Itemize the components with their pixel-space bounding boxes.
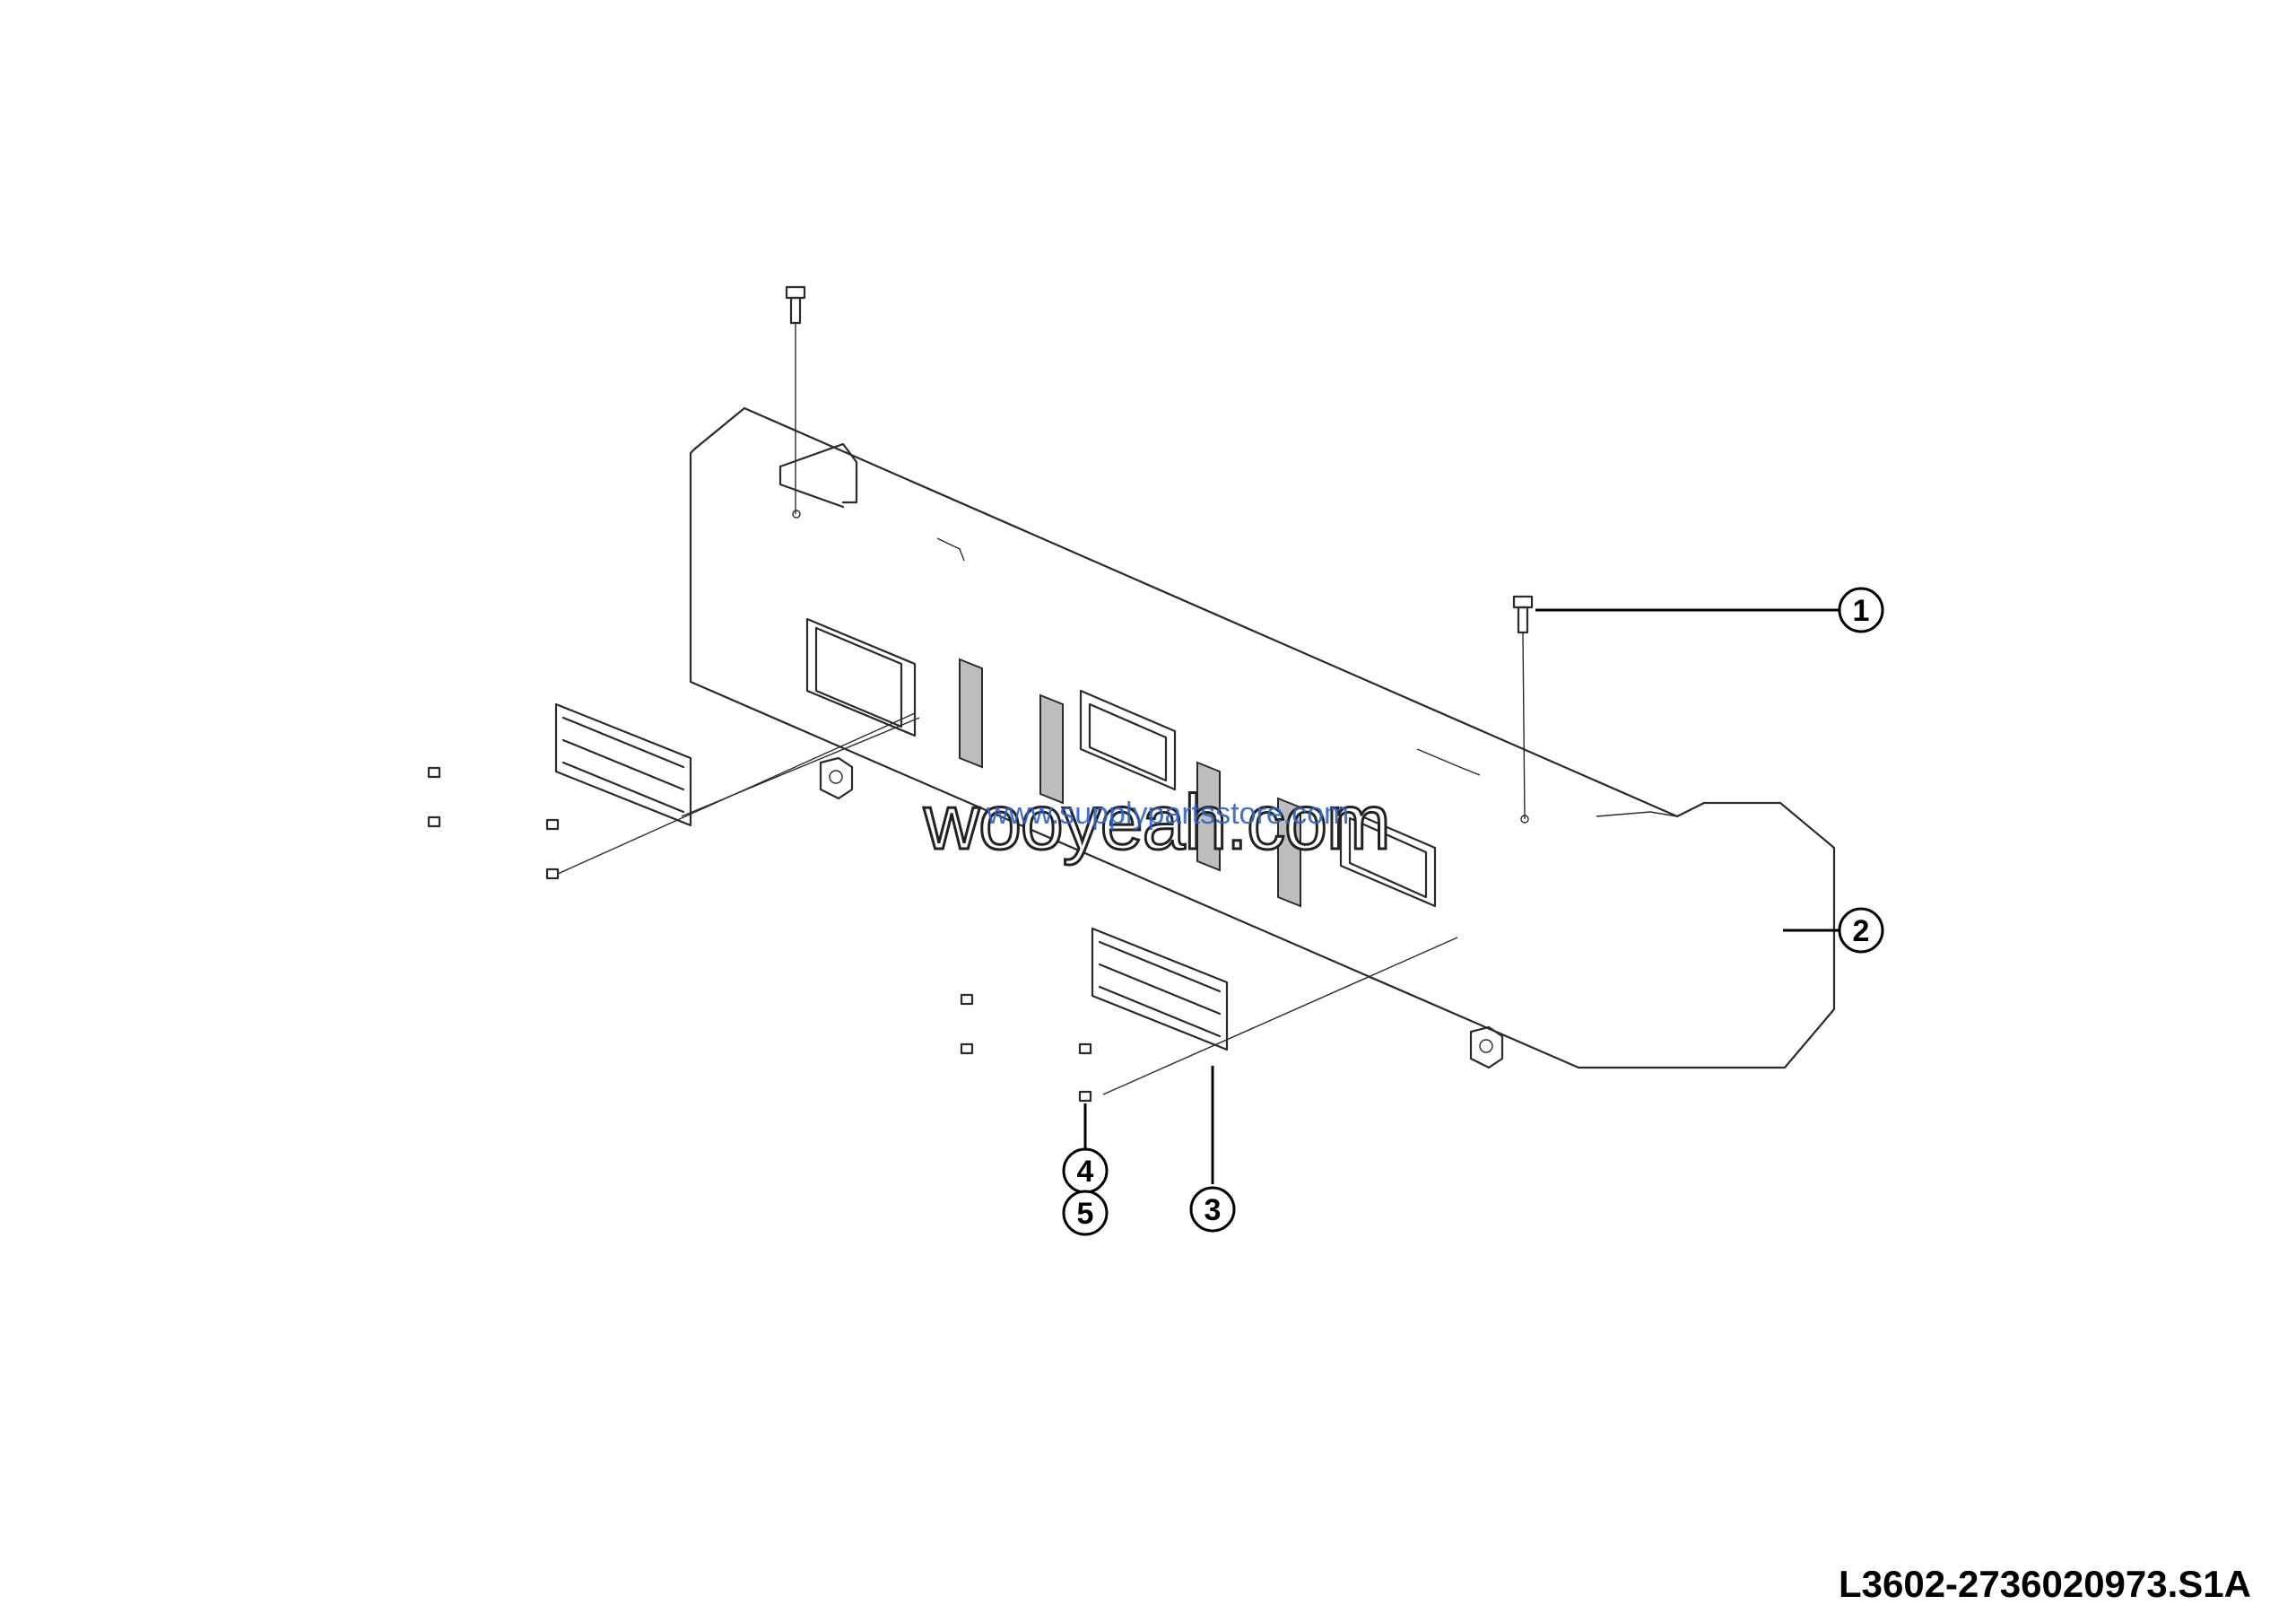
- svg-text:1: 1: [1853, 594, 1870, 628]
- callout-2: 2: [1838, 907, 1884, 954]
- watermark-main: wooyeah.com: [923, 779, 1393, 868]
- callout-4: 4: [1062, 1147, 1109, 1194]
- screws-parts-4-5: [427, 712, 1092, 1103]
- callout-5: 5: [1062, 1190, 1109, 1236]
- svg-text:3: 3: [1205, 1193, 1222, 1227]
- callout-3: 3: [1189, 1186, 1236, 1233]
- handle-rail-right: [1091, 927, 1458, 1095]
- drawing-code: L3602-2736020973.S1A: [1838, 1563, 2251, 1605]
- panel-part-2: [689, 406, 1836, 1069]
- bolt-part-1: [785, 285, 1534, 820]
- svg-text:2: 2: [1853, 914, 1870, 948]
- watermark-sub: www.supplypartsstore.com: [987, 797, 1350, 831]
- svg-text:5: 5: [1077, 1197, 1094, 1231]
- callout-1: 1: [1838, 587, 1884, 633]
- svg-text:4: 4: [1077, 1155, 1094, 1189]
- handle-rail-left: [554, 702, 920, 827]
